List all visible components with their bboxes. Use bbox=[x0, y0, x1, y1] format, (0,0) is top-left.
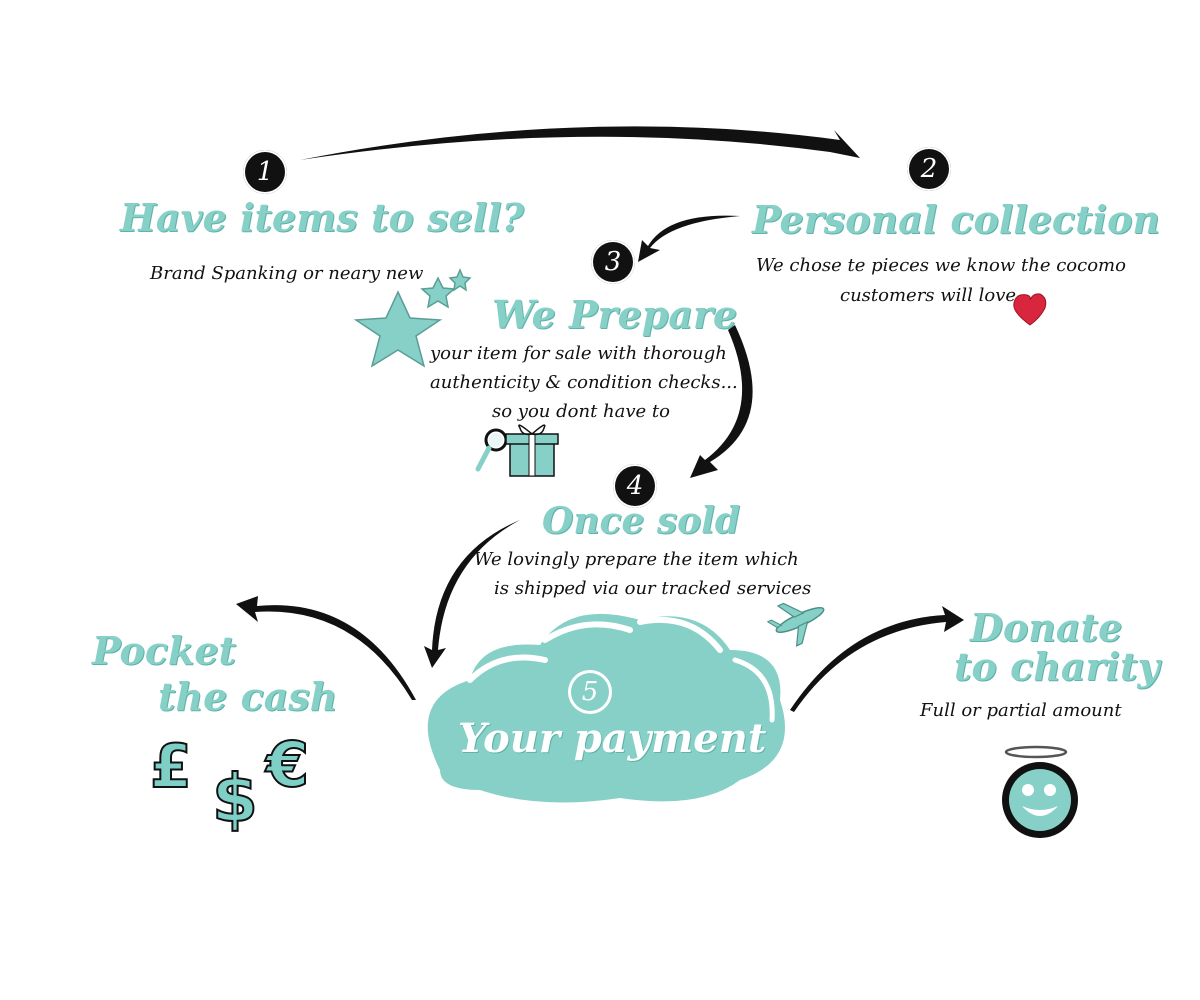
cloud-icon bbox=[427, 613, 785, 803]
star-icon bbox=[353, 268, 472, 368]
step-3-description-line1: your item for sale with thorough bbox=[430, 343, 727, 364]
heart-icon bbox=[1013, 293, 1047, 326]
dollar-icon: $ bbox=[211, 759, 259, 838]
step-1-description: Brand Spanking or neary new bbox=[150, 263, 424, 284]
pound-icon: £ bbox=[149, 731, 193, 803]
donate-title-line2: to charity bbox=[954, 644, 1160, 689]
arrow-2-to-3 bbox=[638, 215, 740, 262]
step-4-description-line1: We lovingly prepare the item which bbox=[474, 549, 799, 570]
step-5-title: Your payment bbox=[458, 715, 767, 762]
arrow-to-donate bbox=[790, 606, 964, 712]
step-1-badge: 1 bbox=[243, 150, 287, 194]
magnifier-icon bbox=[475, 428, 508, 472]
step-4-title: Once sold bbox=[542, 500, 741, 542]
donate-description: Full or partial amount bbox=[920, 700, 1122, 721]
step-3-badge: 3 bbox=[591, 240, 635, 284]
step-2-description-line1: We chose te pieces we know the cocomo bbox=[756, 255, 1126, 276]
step-3-description-line2: authenticity & condition checks... bbox=[430, 372, 738, 393]
step-4-description-line2: is shipped via our tracked services bbox=[494, 578, 812, 599]
step-4-badge: 4 bbox=[613, 464, 657, 508]
pocket-title-line1: Pocket bbox=[92, 628, 237, 673]
step-1-title: Have items to sell? bbox=[120, 195, 524, 240]
pocket-title-line2: the cash bbox=[158, 674, 338, 719]
step-2-description-line2: customers will love bbox=[840, 285, 1017, 306]
arrow-to-pocket bbox=[236, 596, 416, 700]
airplane-icon bbox=[766, 602, 825, 647]
arrow-3-to-4 bbox=[690, 325, 753, 478]
step-5-badge: 5 bbox=[568, 670, 612, 714]
step-2-badge: 2 bbox=[907, 147, 951, 191]
angel-smiley-icon bbox=[1002, 745, 1078, 838]
arrow-4-to-5 bbox=[424, 520, 520, 668]
step-3-title: We Prepare bbox=[492, 292, 738, 337]
arrow-1-to-2 bbox=[300, 126, 860, 160]
step-3-description-line3: so you dont have to bbox=[492, 401, 670, 422]
step-2-title: Personal collection bbox=[752, 197, 1161, 242]
gift-box-icon bbox=[505, 424, 559, 477]
euro-icon: € bbox=[265, 727, 310, 802]
donate-title-line1: Donate bbox=[970, 605, 1123, 650]
